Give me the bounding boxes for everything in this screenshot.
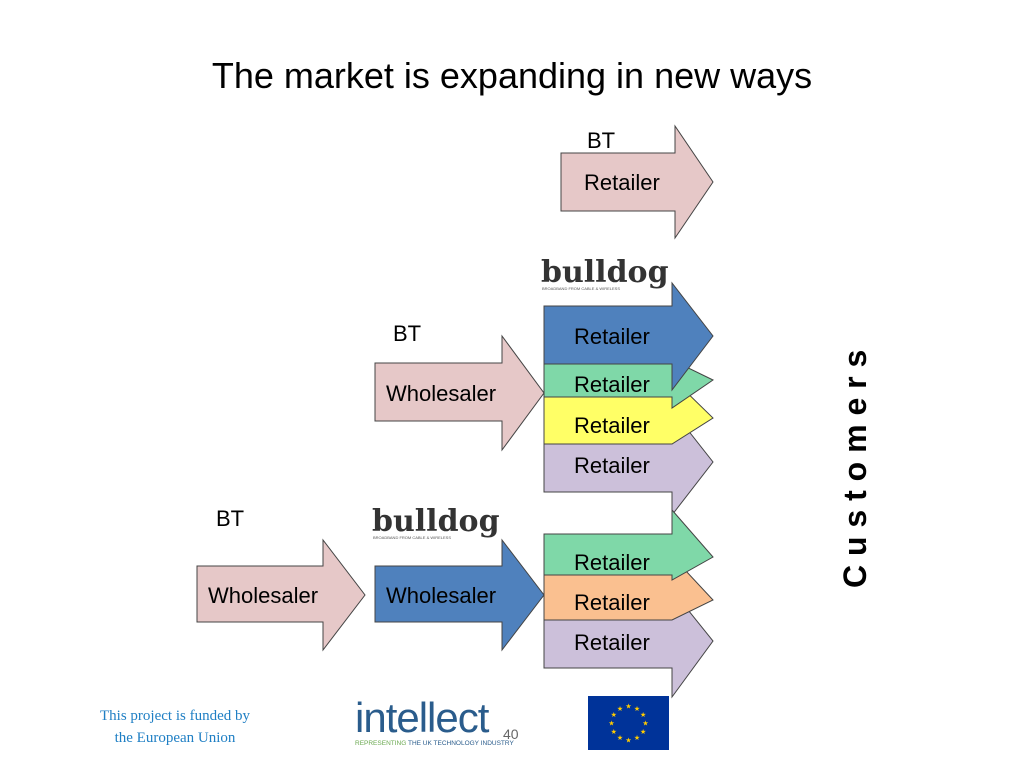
bulldog-logo-bottom: bulldog BROADBAND FROM CABLE & WIRELESS: [372, 504, 500, 540]
eu-star: ★: [611, 711, 617, 719]
bottom-retailer-1-label: Retailer: [574, 550, 650, 575]
bt-retailer-label: Retailer: [584, 170, 660, 195]
middle-retailer-3-label: Retailer: [574, 413, 650, 438]
intellect-logo-tagline: REPRESENTING THE UK TECHNOLOGY INDUSTRY: [355, 740, 514, 747]
svg-text:BROADBAND FROM CABLE & WIRELES: BROADBAND FROM CABLE & WIRELESS: [373, 535, 451, 540]
svg-text:bulldog: bulldog: [541, 255, 669, 290]
eu-star: ★: [608, 720, 614, 728]
bt-wholesaler-arrow-middle: Wholesaler: [374, 334, 545, 452]
bt-label-top: BT: [587, 128, 615, 153]
eu-star: ★: [634, 705, 640, 713]
svg-text:BROADBAND FROM CABLE & WIRELES: BROADBAND FROM CABLE & WIRELESS: [542, 286, 620, 291]
eu-star: ★: [625, 737, 631, 745]
funding-line-2: the European Union: [114, 730, 236, 746]
middle-retailer-4-label: Retailer: [574, 453, 650, 478]
eu-star: ★: [625, 703, 631, 711]
bulldog-logo-middle: bulldog BROADBAND FROM CABLE & WIRELESS: [541, 255, 669, 291]
eu-star: ★: [640, 728, 646, 736]
bt-wholesaler-label-middle: Wholesaler: [386, 381, 496, 406]
middle-retailer-1-label: Retailer: [574, 324, 650, 349]
bt-label-middle: BT: [393, 321, 421, 346]
middle-retailer-1-arrow: [543, 281, 714, 392]
svg-text:bulldog: bulldog: [372, 504, 500, 539]
bottom-retailer-1-arrow: [543, 508, 714, 581]
bt-wholesaler-label-bottom: Wholesaler: [208, 583, 318, 608]
eu-flag-icon: ★★★★★★★★★★★★: [588, 696, 669, 750]
funding-note: This project is funded by the European U…: [60, 705, 290, 749]
eu-star: ★: [634, 734, 640, 742]
page-number: 40: [503, 726, 519, 742]
eu-star: ★: [642, 720, 648, 728]
eu-star: ★: [611, 728, 617, 736]
page-title: The market is expanding in new ways: [211, 55, 813, 96]
eu-star: ★: [617, 734, 623, 742]
funding-line-1: This project is funded by: [100, 708, 250, 724]
bottom-retailer-3-label: Retailer: [574, 630, 650, 655]
bottom-retailer-2-label: Retailer: [574, 590, 650, 615]
intellect-logo-word: intellect: [355, 694, 489, 741]
eu-star: ★: [617, 705, 623, 713]
bulldog-wholesaler-arrow: Wholesaler: [374, 538, 545, 652]
bt-retailer-arrow: Retailer: [560, 124, 714, 240]
customers-label: C u s t o m e r s: [837, 350, 873, 588]
bt-wholesaler-arrow-bottom: Wholesaler: [196, 538, 366, 652]
bt-label-bottom: BT: [216, 506, 244, 531]
bulldog-wholesaler-label: Wholesaler: [386, 583, 496, 608]
eu-star: ★: [640, 711, 646, 719]
intellect-logo: intellect REPRESENTING THE UK TECHNOLOGY…: [355, 694, 515, 752]
middle-retailer-2-label: Retailer: [574, 372, 650, 397]
